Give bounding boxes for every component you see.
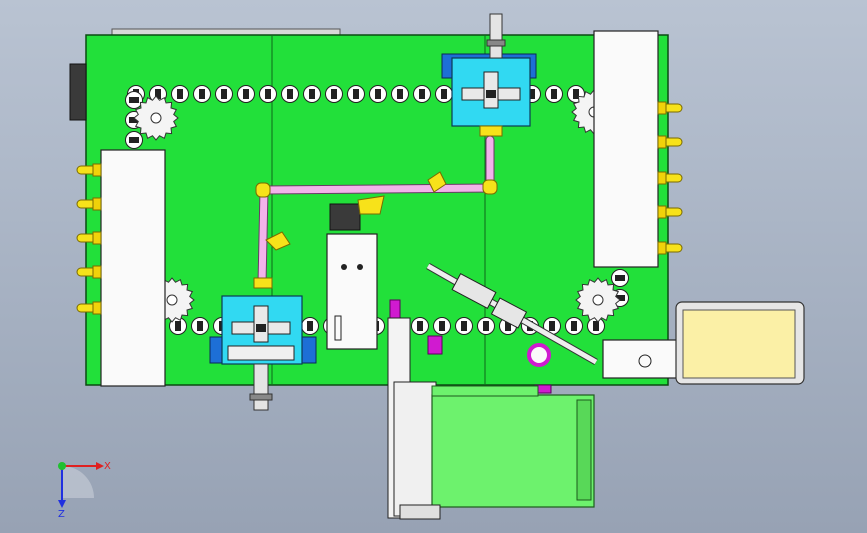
chain-link	[171, 85, 189, 103]
pipe-coupling	[253, 277, 273, 289]
left-air-fittings	[76, 163, 102, 315]
discharge-bin-side	[576, 399, 592, 501]
right-air-fittings	[657, 101, 683, 255]
chain-link	[435, 85, 453, 103]
air-fitting	[76, 231, 102, 245]
discharge-bin-top	[431, 385, 539, 397]
chain-link	[391, 85, 409, 103]
chain-link	[125, 131, 143, 149]
air-fitting	[76, 301, 102, 315]
chain-link	[237, 85, 255, 103]
magenta-ring-sensor	[527, 343, 551, 367]
right-manifold-block	[593, 30, 659, 268]
chain-link	[411, 317, 429, 335]
chain-link	[281, 85, 299, 103]
pipe-elbow-left	[255, 182, 271, 198]
left-side-bracket	[69, 63, 87, 121]
chain-link	[191, 317, 209, 335]
magenta-fixture-1	[389, 299, 401, 319]
left-manifold-block	[100, 149, 166, 387]
chain-link	[303, 85, 321, 103]
chain-link	[301, 317, 319, 335]
chain-link	[193, 85, 211, 103]
axis-z-label: Z	[58, 509, 65, 520]
yellow-tray	[682, 309, 796, 379]
bottom-right-housing	[602, 339, 686, 379]
chain-link	[215, 85, 233, 103]
sorting-arm-assembly	[426, 262, 598, 366]
discharge-bin	[431, 394, 595, 508]
air-fitting	[657, 135, 683, 149]
air-fitting	[657, 171, 683, 185]
axis-x-label: X	[104, 461, 111, 472]
chain-link	[413, 85, 431, 103]
pipe-branch-fitting	[265, 231, 291, 251]
air-fitting	[76, 265, 102, 279]
chute-base	[399, 504, 441, 520]
coordinate-axis-triad: X Z	[58, 461, 111, 520]
air-fitting	[657, 241, 683, 255]
magenta-fixture-2	[427, 335, 443, 355]
center-inspection-station	[326, 195, 385, 350]
chain-link	[433, 317, 451, 335]
sprocket-bottom-right-icon	[575, 277, 621, 323]
chain-link	[545, 85, 563, 103]
pipe-elbow-right	[482, 179, 498, 195]
chain-link	[125, 91, 143, 109]
air-fitting	[76, 197, 102, 211]
chain-link	[565, 317, 583, 335]
chain-link	[611, 269, 629, 287]
sprocket-top-left-icon	[133, 95, 179, 141]
chain-link	[259, 85, 277, 103]
chain-link	[347, 85, 365, 103]
chain-link	[325, 85, 343, 103]
air-fitting	[657, 101, 683, 115]
robot-module-bottom	[209, 295, 317, 411]
pipe-tee-fitting	[427, 171, 447, 193]
air-fitting	[657, 205, 683, 219]
lower-chute-frame	[393, 381, 437, 517]
air-fitting	[76, 163, 102, 177]
robot-module-top	[441, 13, 537, 137]
chain-link	[455, 317, 473, 335]
chain-link	[369, 85, 387, 103]
housing-port	[638, 354, 652, 368]
chain-link	[477, 317, 495, 335]
